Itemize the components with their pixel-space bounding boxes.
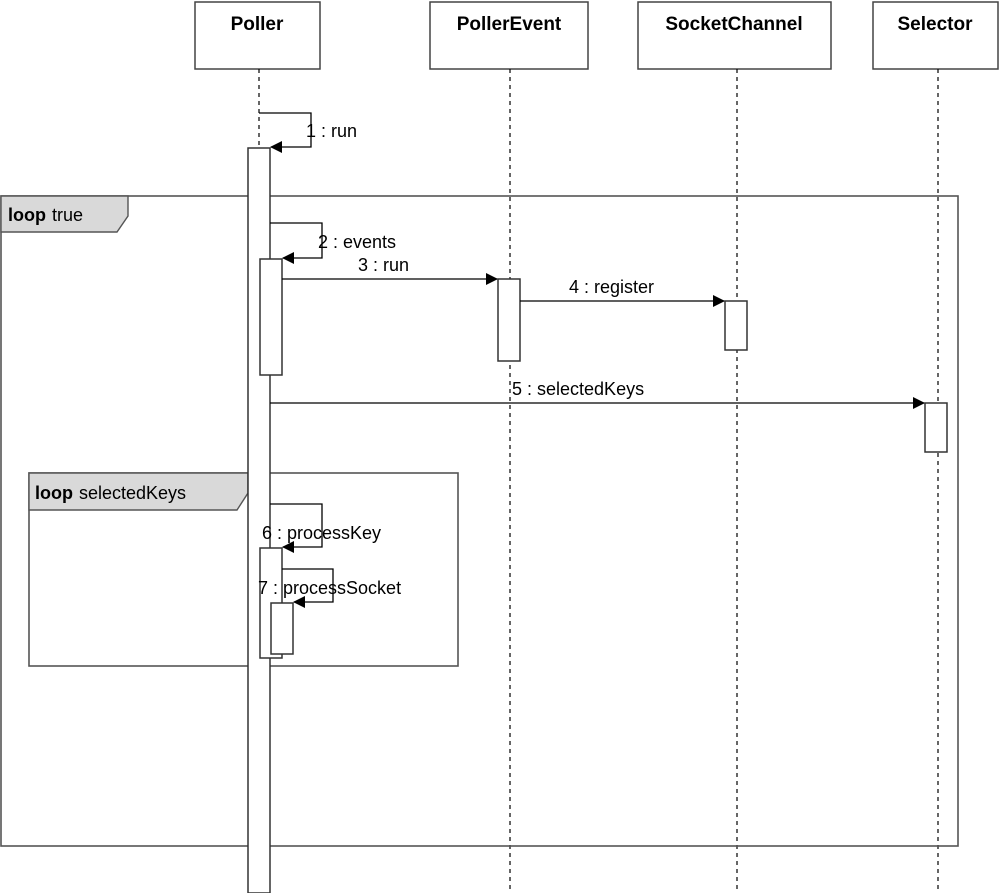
participant-selector: Selector [872, 1, 999, 70]
participant-label: Poller [231, 14, 284, 35]
message-label: 4 : register [569, 277, 654, 297]
message-label: 7 : processSocket [258, 578, 401, 598]
message-6: 6 : processKey [262, 503, 381, 553]
message-label: 5 : selectedKeys [512, 379, 644, 399]
activation-bar-socketchannel [724, 300, 748, 351]
participant-label: PollerEvent [457, 14, 562, 35]
activation-bar-pollerevent [497, 278, 521, 362]
participant-socketchannel: SocketChannel [637, 1, 832, 70]
message-label: 3 : run [358, 255, 409, 275]
participant-pollerevent: PollerEvent [429, 1, 589, 70]
participant-label: Selector [898, 14, 974, 35]
activation-bar-selector [924, 402, 948, 453]
message-3: 3 : run [282, 255, 498, 285]
participant-label: SocketChannel [665, 14, 802, 35]
message-label: 1 : run [306, 121, 357, 141]
message-7: 7 : processSocket [258, 568, 401, 608]
message-label: 6 : processKey [262, 523, 381, 543]
message-5: 5 : selectedKeys [270, 379, 925, 409]
participant-poller: Poller [194, 1, 321, 70]
activation-bar-processsocket [270, 602, 294, 655]
message-2: 2 : events [270, 222, 396, 264]
message-label: 2 : events [318, 232, 396, 252]
message-4: 4 : register [520, 277, 725, 307]
message-1: 1 : run [259, 112, 357, 153]
activation-bar-events [259, 258, 283, 376]
